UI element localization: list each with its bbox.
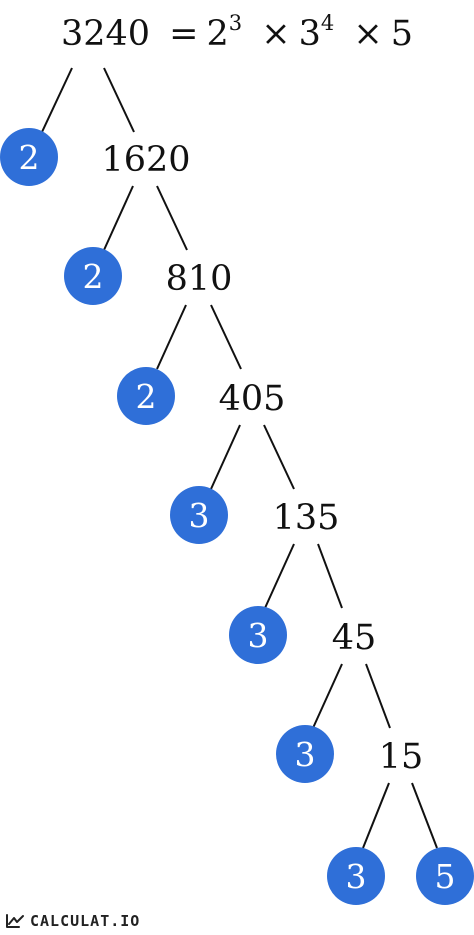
prime-leaf-circle: [64, 247, 122, 305]
composite-node-405: 405: [219, 379, 286, 419]
prime-leaf-circle: [170, 486, 228, 544]
branch-line: [411, 782, 438, 849]
branch-line: [362, 782, 390, 849]
branch-line: [210, 424, 241, 490]
prime-leaf-circle: [229, 606, 287, 664]
prime-leaf-label: 5: [435, 857, 456, 896]
prime-leaf: 3: [327, 847, 385, 905]
prime-leaf: 2: [64, 247, 122, 305]
brand-watermark: CALCULAT.IO: [5, 912, 140, 930]
times-sign-1: ×: [261, 14, 291, 54]
branch-line: [317, 543, 343, 609]
calculator-logo-icon: [6, 914, 24, 928]
composite-node-810: 810: [166, 259, 233, 299]
composite-node-45: 45: [332, 618, 377, 658]
prime-leaf-label: 3: [346, 857, 367, 896]
factor-exponent-1: 3: [228, 11, 243, 35]
prime-leaf: 2: [117, 367, 175, 425]
composite-node-1620: 1620: [101, 140, 190, 180]
prime-leaf-circle: [276, 725, 334, 783]
factor-base-1: 2: [206, 14, 229, 54]
branch-line: [210, 304, 242, 370]
prime-leaf-circle: [416, 847, 474, 905]
branch-line: [365, 663, 391, 729]
composite-node-135: 135: [273, 498, 340, 538]
branch-line: [41, 67, 73, 133]
prime-leaf: 3: [276, 725, 334, 783]
branch-line: [103, 185, 134, 251]
prime-leaf-label: 3: [248, 616, 269, 655]
branch-line: [264, 543, 295, 609]
equals-sign: =: [169, 14, 199, 54]
prime-leaf: 3: [170, 486, 228, 544]
branch-line: [156, 304, 187, 370]
times-sign-2: ×: [353, 14, 383, 54]
prime-leaf: 5: [416, 847, 474, 905]
prime-leaf: 2: [0, 128, 58, 186]
brand-name: CALCULAT.IO: [30, 912, 141, 930]
branch-line: [263, 424, 295, 490]
branch-line: [312, 663, 343, 729]
factor-base-2: 3: [298, 14, 321, 54]
branch-line: [103, 67, 135, 133]
prime-leaf-label: 2: [83, 257, 104, 296]
factorization-equation: 3240 =23 ×34 ×5: [0, 11, 474, 55]
prime-leaf: 3: [229, 606, 287, 664]
factor-base-3: 5: [390, 14, 414, 54]
prime-leaf-circle: [327, 847, 385, 905]
prime-leaf-circle: [117, 367, 175, 425]
branch-line: [156, 185, 188, 251]
composite-node-15: 15: [379, 737, 424, 777]
composite-nodes: 1620 810 405 135 45 15: [101, 140, 423, 777]
factor-exponent-2: 4: [320, 11, 335, 35]
prime-leaves: 2 2 2 3 3 3 3 5: [0, 128, 474, 905]
prime-leaf-label: 3: [189, 496, 210, 535]
prime-leaf-label: 3: [295, 735, 316, 774]
tree-branches: [41, 67, 438, 849]
prime-leaf-label: 2: [19, 138, 40, 177]
equation-number: 3240: [60, 14, 151, 54]
prime-leaf-circle: [0, 128, 58, 186]
prime-leaf-label: 2: [136, 377, 157, 416]
